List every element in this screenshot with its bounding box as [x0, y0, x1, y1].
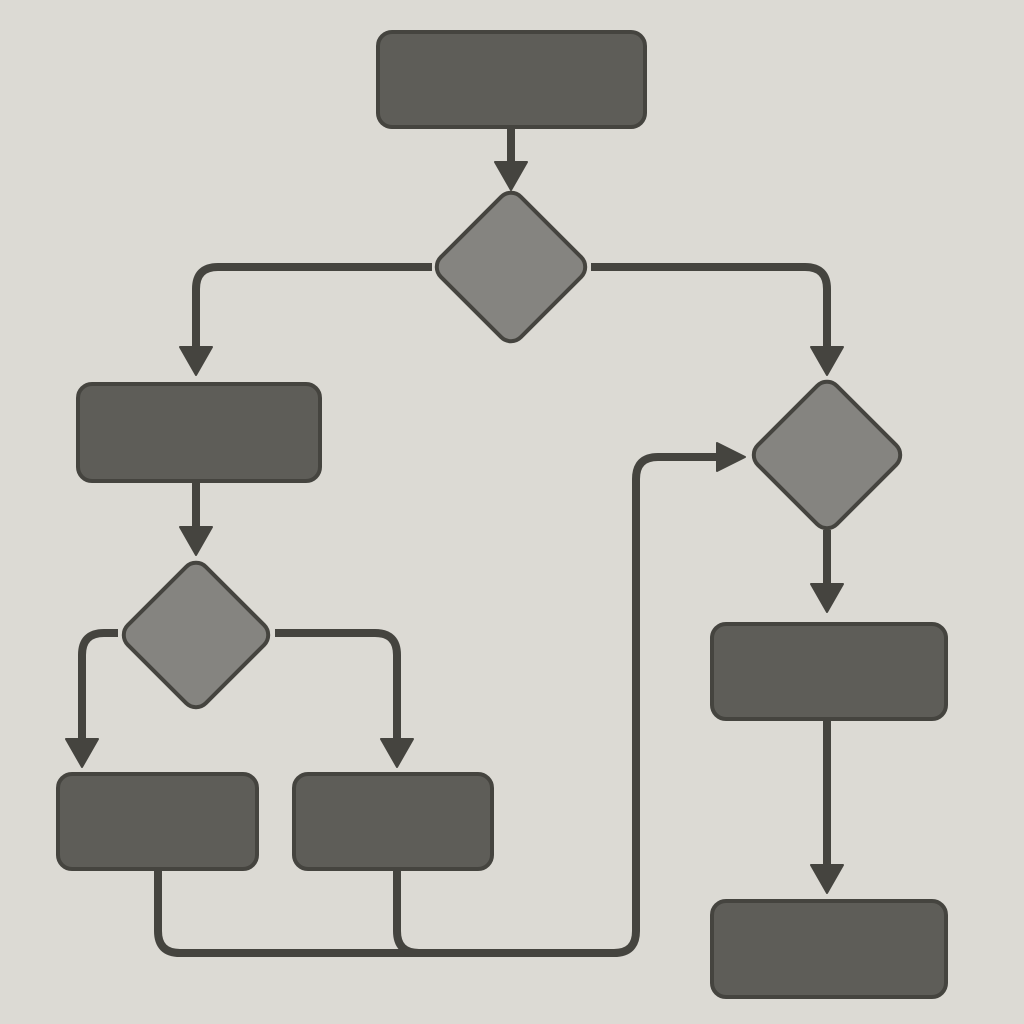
connector-line: [393, 869, 420, 957]
edge-d3-to-p_r1: [810, 530, 844, 613]
arrowhead-icon: [810, 346, 844, 376]
decision-diamond-d3: [751, 379, 903, 531]
process-box-p_lr: [292, 772, 494, 871]
decision-diamond-d1: [434, 190, 588, 344]
arrowhead-icon: [494, 161, 528, 191]
edge-p_ll-to-d3: [154, 442, 746, 957]
arrowhead-icon: [179, 526, 213, 556]
process-box-p_left: [76, 382, 322, 483]
arrowhead-icon: [179, 346, 213, 376]
arrowhead-icon: [810, 864, 844, 894]
arrowhead-icon: [810, 583, 844, 613]
process-box-p_r1: [710, 622, 948, 721]
connector-line: [154, 453, 727, 957]
edge-p_left-to-d2: [179, 481, 213, 556]
arrowhead-icon: [65, 738, 99, 768]
process-box-p_r2: [710, 899, 948, 999]
connector-line: [591, 263, 831, 357]
edge-d2-to-p_ll: [65, 629, 118, 768]
edge-d1-to-p_left: [179, 263, 432, 376]
edge-p_r1-to-p_r2: [810, 719, 844, 894]
decision-diamond-d2: [121, 560, 271, 710]
connector-line: [192, 263, 432, 357]
arrowhead-icon: [380, 738, 414, 768]
connector-line: [78, 629, 118, 749]
process-box-start: [376, 30, 647, 129]
arrowhead-icon: [716, 442, 746, 472]
process-box-p_ll: [56, 772, 259, 871]
connector-line: [275, 629, 401, 749]
edge-d2-to-p_lr: [275, 629, 414, 768]
edge-p_lr-to-d3: [393, 869, 420, 957]
edge-start-to-d1: [494, 127, 528, 191]
edge-d1-to-d3: [591, 263, 844, 376]
